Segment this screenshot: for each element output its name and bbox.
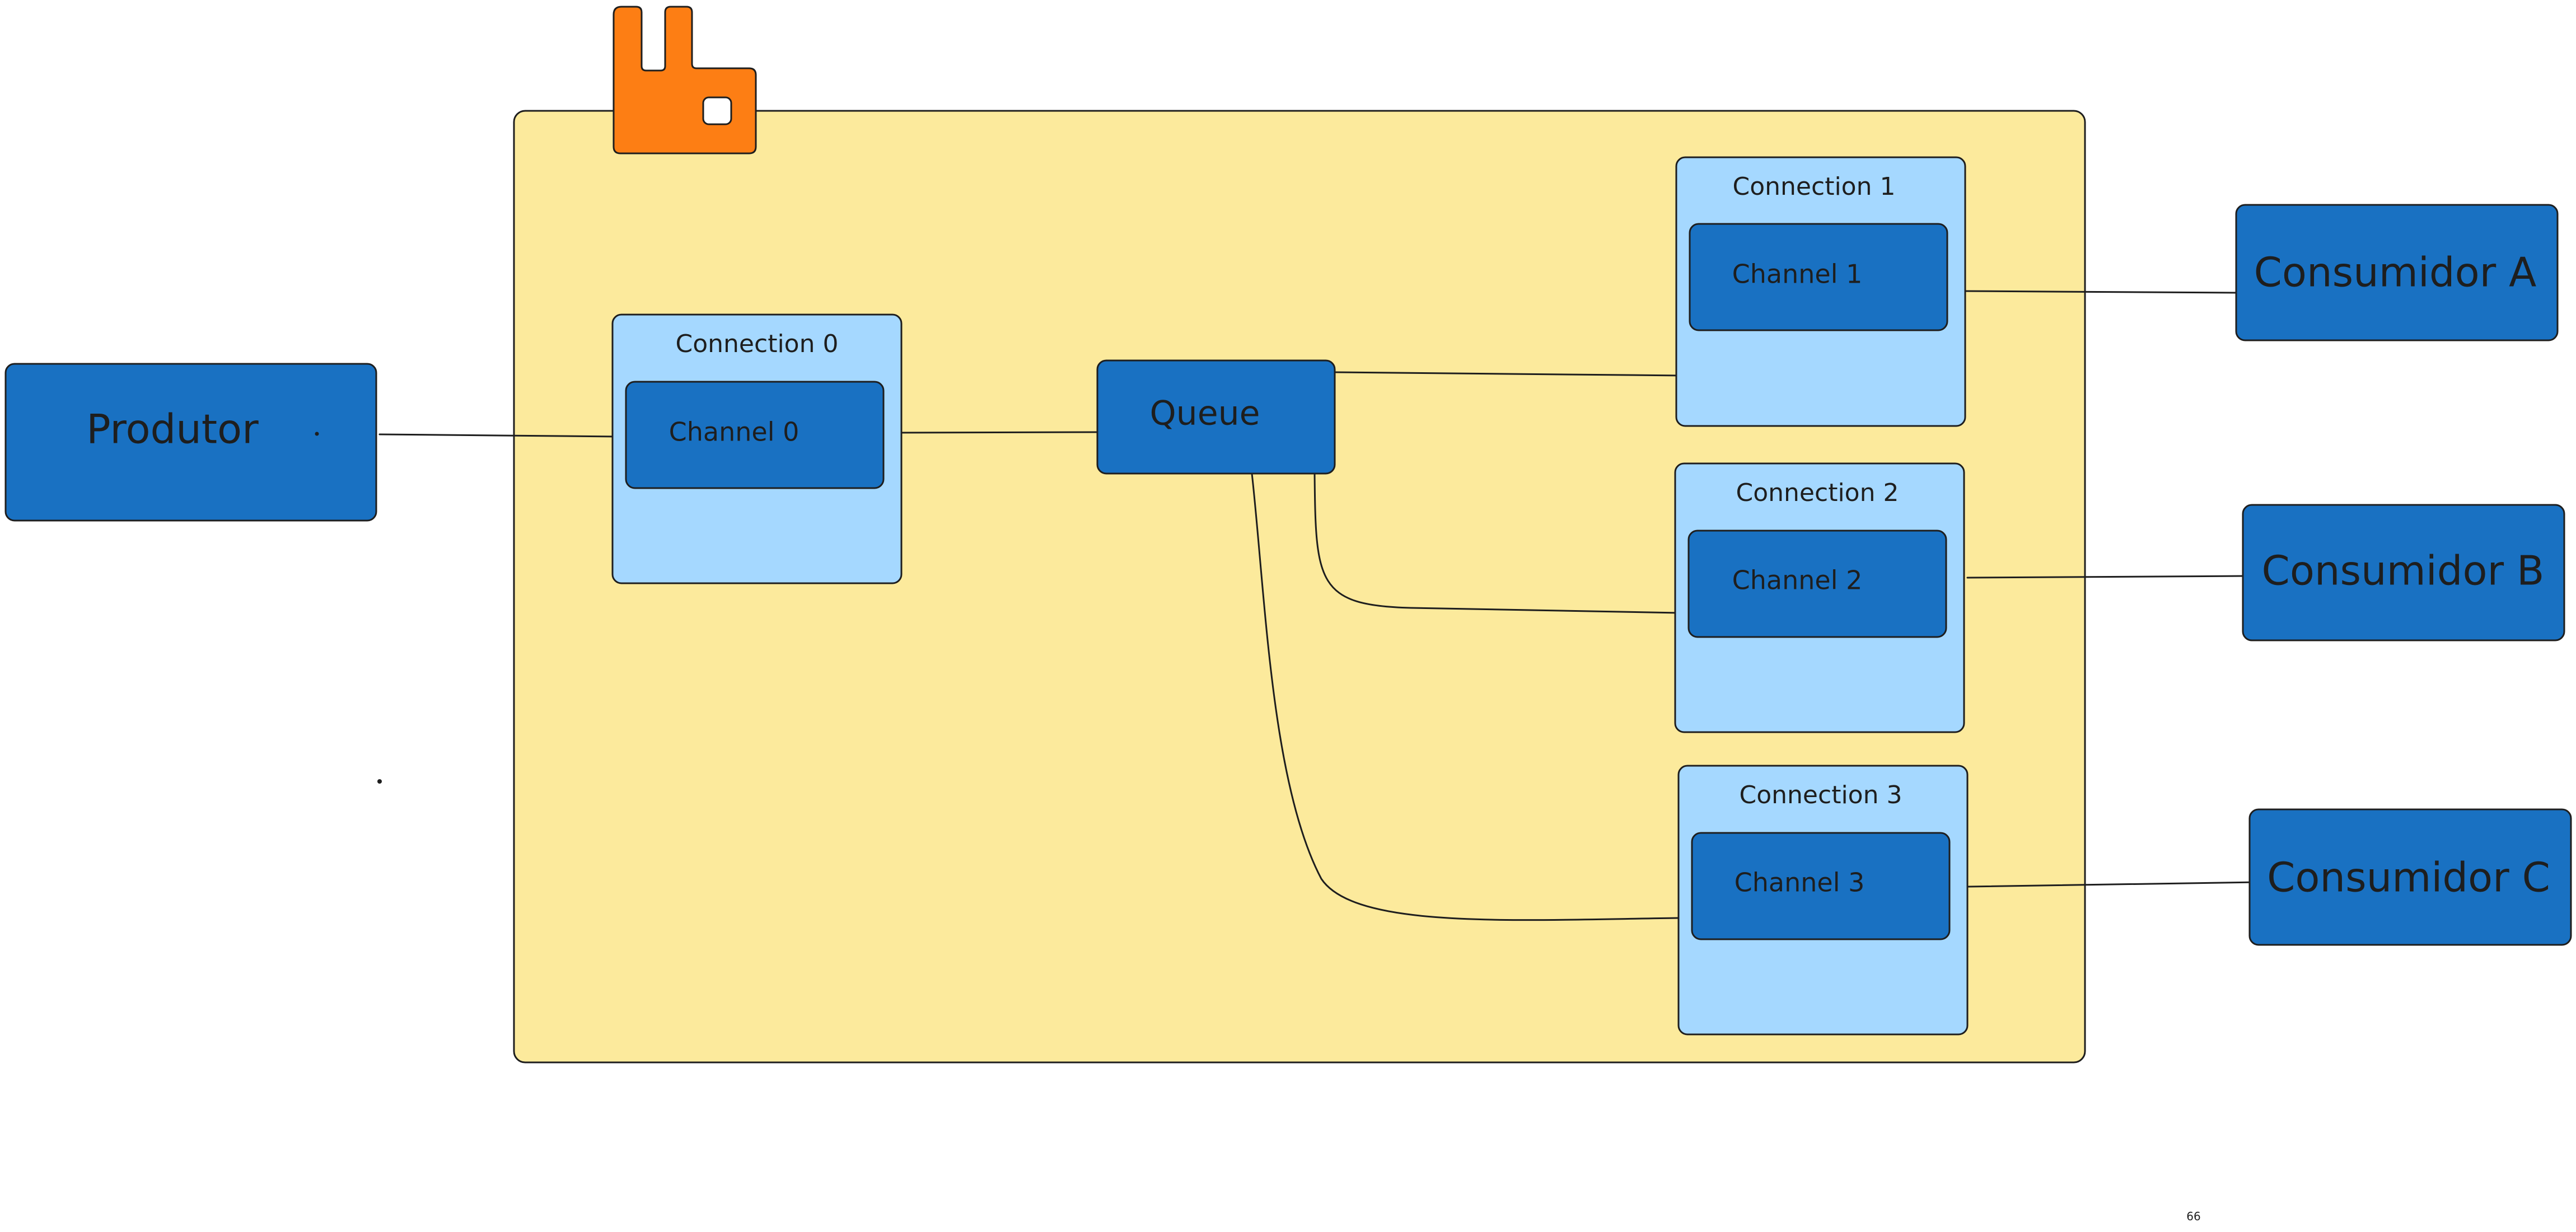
consumer-b-node: Consumidor B xyxy=(2242,504,2565,641)
channel-2-label: Channel 2 xyxy=(1732,565,1863,596)
producer-dot xyxy=(315,432,319,436)
stray-dot xyxy=(377,779,382,784)
channel-3 xyxy=(1691,832,1951,940)
connection-3-title: Connection 3 xyxy=(1740,781,1902,809)
channel-3-label: Channel 3 xyxy=(1735,868,1865,898)
queue-node: Queue xyxy=(1096,359,1336,475)
channel-0 xyxy=(625,381,885,489)
connection-1: Connection 1 Channel 1 xyxy=(1675,156,1966,427)
edge-producer-to-channel-0 xyxy=(378,433,619,438)
queue-label: Queue xyxy=(1149,394,1260,433)
connection-0: Connection 0 Channel 0 xyxy=(611,313,903,584)
edge-channel-3-to-consumer-c xyxy=(1967,881,2259,888)
connection-2-title: Connection 2 xyxy=(1736,479,1899,507)
channel-0-label: Channel 0 xyxy=(669,417,800,447)
connection-2: Connection 2 Channel 2 xyxy=(1674,462,1965,733)
consumer-c-node: Consumidor C xyxy=(2248,808,2572,946)
producer-node: Produtor xyxy=(4,363,377,522)
channel-2 xyxy=(1687,530,1947,638)
rabbitmq-logo-icon xyxy=(613,6,757,154)
connection-3: Connection 3 Channel 3 xyxy=(1677,765,1969,1036)
consumer-a-node: Consumidor A xyxy=(2235,204,2559,341)
connector-lines xyxy=(378,290,2259,921)
consumer-b-label: Consumidor B xyxy=(2262,547,2545,594)
consumer-a-label: Consumidor A xyxy=(2254,249,2537,296)
stray-text: 66 xyxy=(2186,1210,2200,1223)
edge-queue-to-channel-3 xyxy=(1251,472,1680,921)
edge-channel-1-to-consumer-a xyxy=(1963,290,2238,294)
channel-1-label: Channel 1 xyxy=(1732,259,1863,289)
edge-queue-to-connection-1 xyxy=(1335,371,1684,377)
edge-channel-0-to-queue xyxy=(898,431,1100,434)
edge-channel-2-to-consumer-b xyxy=(1966,575,2247,579)
edge-queue-to-channel-2 xyxy=(1313,472,1681,614)
producer-label: Produtor xyxy=(86,406,259,453)
consumer-c-label: Consumidor C xyxy=(2267,854,2550,901)
connection-1-title: Connection 1 xyxy=(1733,172,1896,201)
channel-1 xyxy=(1689,223,1948,331)
connection-0-title: Connection 0 xyxy=(676,330,839,358)
